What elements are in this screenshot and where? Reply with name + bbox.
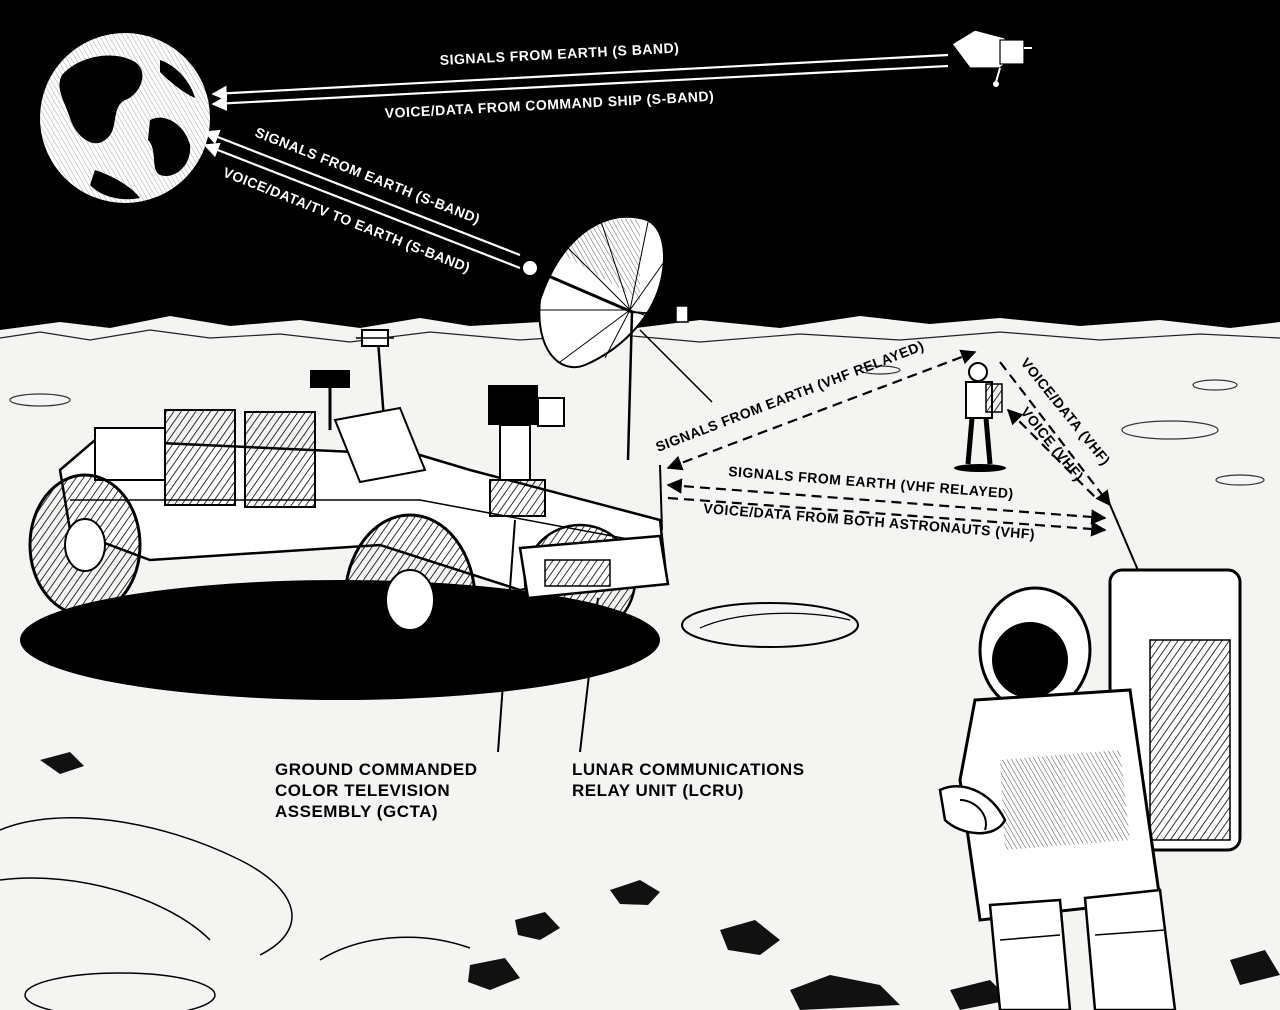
command-ship-to-earth-arrow xyxy=(211,64,949,111)
gcta-line-1: GROUND COMMANDED xyxy=(275,760,478,779)
lcru-leader-line xyxy=(579,597,599,753)
lunar-roving-vehicle xyxy=(20,370,670,700)
foreground-terrain xyxy=(0,817,471,1010)
earth-globe xyxy=(38,31,212,205)
vhf-relayed-far-arrow xyxy=(666,349,977,471)
gcta-line-2: COLOR TELEVISION xyxy=(275,781,450,800)
lcru-line-1: LUNAR COMMUNICATIONS xyxy=(572,760,805,779)
high-gain-antenna xyxy=(521,215,713,461)
low-gain-antenna xyxy=(356,329,394,421)
crater xyxy=(681,602,859,648)
voice-data-vhf-arrow xyxy=(999,361,1111,507)
command-ship-icon xyxy=(951,29,1032,87)
voice-data-both-astronauts-arrow xyxy=(667,496,1107,537)
voice-vhf-arrow xyxy=(1006,408,1099,501)
lcru-line-2: RELAY UNIT (LCRU) xyxy=(572,781,744,800)
lunar-rocks xyxy=(40,752,1280,1010)
vhf-relayed-near-arrow xyxy=(666,478,1107,525)
gcta-callout: GROUND COMMANDED COLOR TELEVISION ASSEMB… xyxy=(275,760,478,821)
foreground-astronaut xyxy=(938,499,1242,1010)
gcta-line-3: ASSEMBLY (GCTA) xyxy=(275,802,438,821)
lrv-to-earth-arrow xyxy=(203,142,521,270)
gcta-leader-line xyxy=(497,519,516,753)
earth-to-lrv-arrow xyxy=(203,129,521,257)
lcru-callout: LUNAR COMMUNICATIONS RELAY UNIT (LCRU) xyxy=(572,760,805,800)
horizon-ridge xyxy=(0,329,1280,343)
earth-to-command-ship-arrow xyxy=(211,53,949,101)
